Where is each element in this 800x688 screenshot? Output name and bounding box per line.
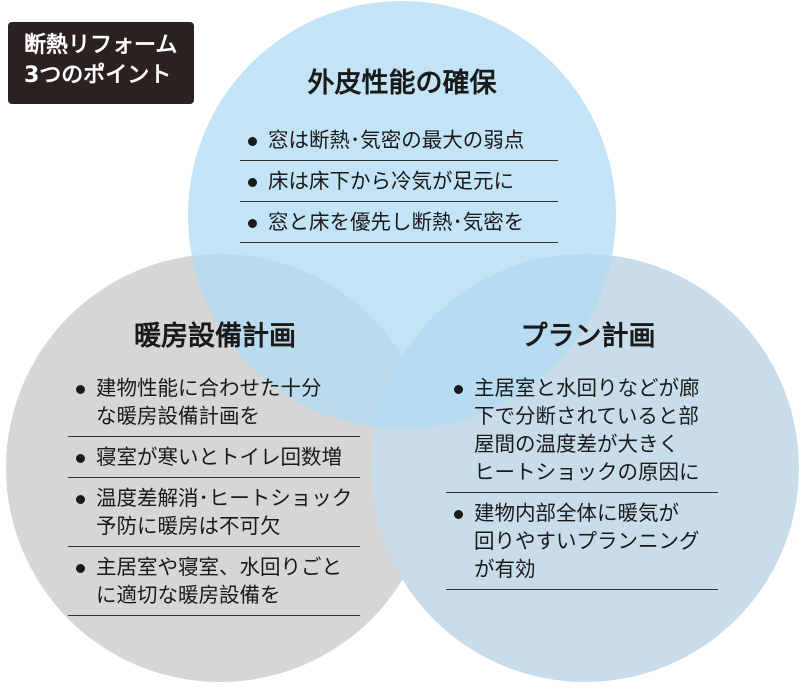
item-line: ヒートショックの原因に: [474, 460, 700, 484]
item-line: 窓と床を優先し断熱･気密を: [268, 210, 525, 234]
section-tag: 断熱リフォーム 3つのポイント: [8, 22, 194, 104]
item-line: 建物性能に合わせた十分: [96, 376, 322, 400]
item-line: 主居室や寝室、水回りごと: [96, 555, 342, 579]
item-line: が有効: [474, 557, 536, 581]
item-line: 建物内部全体に暖気が: [474, 501, 679, 525]
item-line: 温度差解消･ヒートショック: [96, 486, 353, 510]
list-plan-points: 主居室と水回りなどが廊 下で分断されていると部 屋間の温度差が大きく ヒートショ…: [446, 368, 718, 590]
item-line: 屋間の温度差が大きく: [474, 432, 679, 456]
list-item: 主居室や寝室、水回りごと に適切な暖房設備を: [68, 547, 360, 616]
title-heating-plan: 暖房設備計画: [134, 321, 296, 352]
item-line: 回りやすいプランニング: [474, 529, 700, 553]
item-line: 予防に暖房は不可欠: [96, 514, 281, 538]
title-floor-plan: プラン計画: [520, 321, 656, 352]
list-item: 床は床下から冷気が足元に: [240, 161, 558, 202]
list-item: 建物内部全体に暖気が 回りやすいプランニング が有効: [446, 493, 718, 590]
tag-line: 断熱リフォーム: [24, 33, 178, 58]
list-item: 窓は断熱･気密の最大の弱点: [240, 120, 558, 161]
circle-top: [188, 1, 616, 429]
list-item: 窓と床を優先し断熱･気密を: [240, 202, 558, 243]
item-line: に適切な暖房設備を: [96, 583, 281, 607]
item-line: 床は床下から冷気が足元に: [268, 169, 514, 193]
list-item: 寝室が寒いとトイレ回数増: [68, 437, 360, 478]
tag-line: 3つのポイント: [24, 63, 172, 88]
item-line: 主居室と水回りなどが廊: [474, 376, 700, 400]
item-line: 寝室が寒いとトイレ回数増: [96, 445, 342, 469]
list-envelope-points: 窓は断熱･気密の最大の弱点 床は床下から冷気が足元に 窓と床を優先し断熱･気密を: [240, 120, 558, 243]
list-item: 建物性能に合わせた十分 な暖房設備計画を: [68, 368, 360, 437]
item-line: 窓は断熱･気密の最大の弱点: [268, 128, 525, 152]
item-line: 下で分断されていると部: [474, 404, 699, 428]
title-envelope-performance: 外皮性能の確保: [307, 68, 497, 99]
list-item: 主居室と水回りなどが廊 下で分断されていると部 屋間の温度差が大きく ヒートショ…: [446, 368, 718, 493]
item-line: な暖房設備計画を: [96, 404, 260, 428]
list-item: 温度差解消･ヒートショック 予防に暖房は不可欠: [68, 478, 360, 547]
list-heating-points: 建物性能に合わせた十分 な暖房設備計画を 寝室が寒いとトイレ回数増 温度差解消･…: [68, 368, 360, 616]
